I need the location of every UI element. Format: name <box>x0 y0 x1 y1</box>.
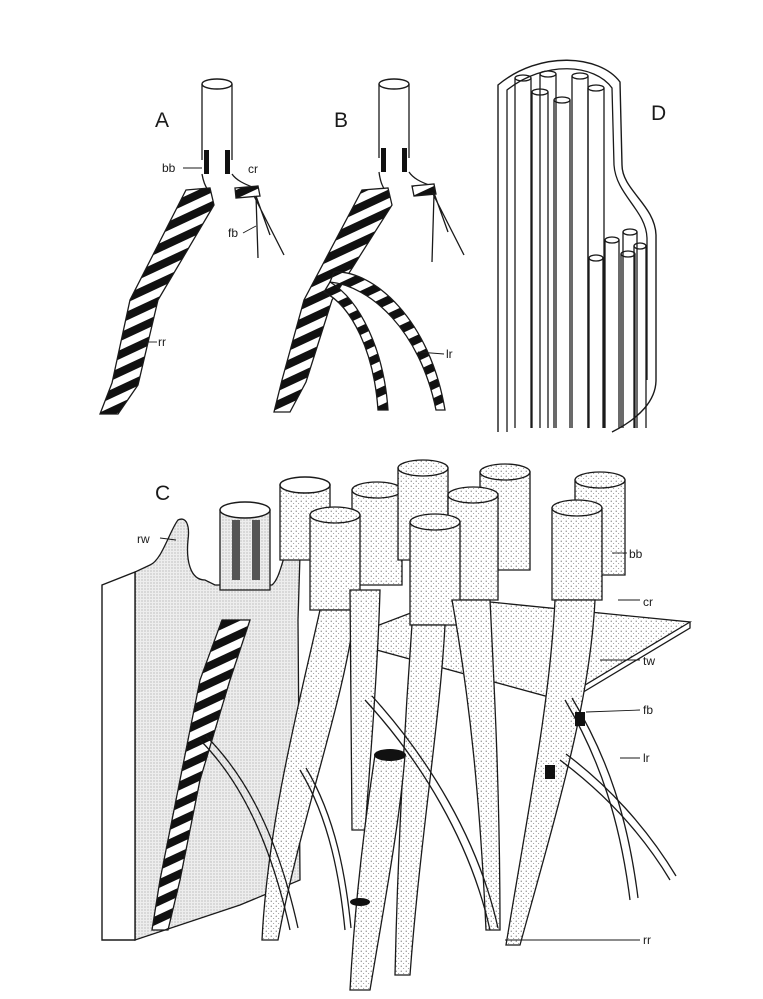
panel-c: C <box>102 460 690 990</box>
label-c-tw: tw <box>643 654 655 668</box>
label-b-lr: lr <box>446 347 453 361</box>
striated-rootlet-a <box>100 188 214 414</box>
panel-a: A bb cr fb rr <box>100 79 284 414</box>
label-a-rr: rr <box>158 335 166 349</box>
panel-d: D <box>498 60 666 432</box>
rootlet-sheath-d <box>498 60 656 432</box>
basal-body-a <box>204 150 209 174</box>
label-c-rw: rw <box>137 532 150 546</box>
panel-b: B lr <box>274 79 464 412</box>
panel-c-label: C <box>155 482 170 505</box>
basal-body-b <box>381 148 386 172</box>
panel-d-label: D <box>651 102 666 125</box>
panel-b-label: B <box>334 109 348 132</box>
lateral-rootlet-b-1 <box>330 272 445 410</box>
label-a-cr: cr <box>248 162 258 176</box>
label-c-cr: cr <box>643 595 653 609</box>
label-c-lr: lr <box>643 751 650 765</box>
label-c-fb: fb <box>643 703 653 717</box>
panel-a-label: A <box>155 109 169 132</box>
rootlet-wall-side <box>102 572 135 940</box>
terminal-web-plate <box>340 598 690 700</box>
label-a-bb: bb <box>162 161 176 175</box>
basal-body-sectioned <box>220 510 270 590</box>
label-a-fb: fb <box>228 226 238 240</box>
label-c-rr: rr <box>643 933 651 947</box>
label-c-bb: bb <box>629 547 643 561</box>
